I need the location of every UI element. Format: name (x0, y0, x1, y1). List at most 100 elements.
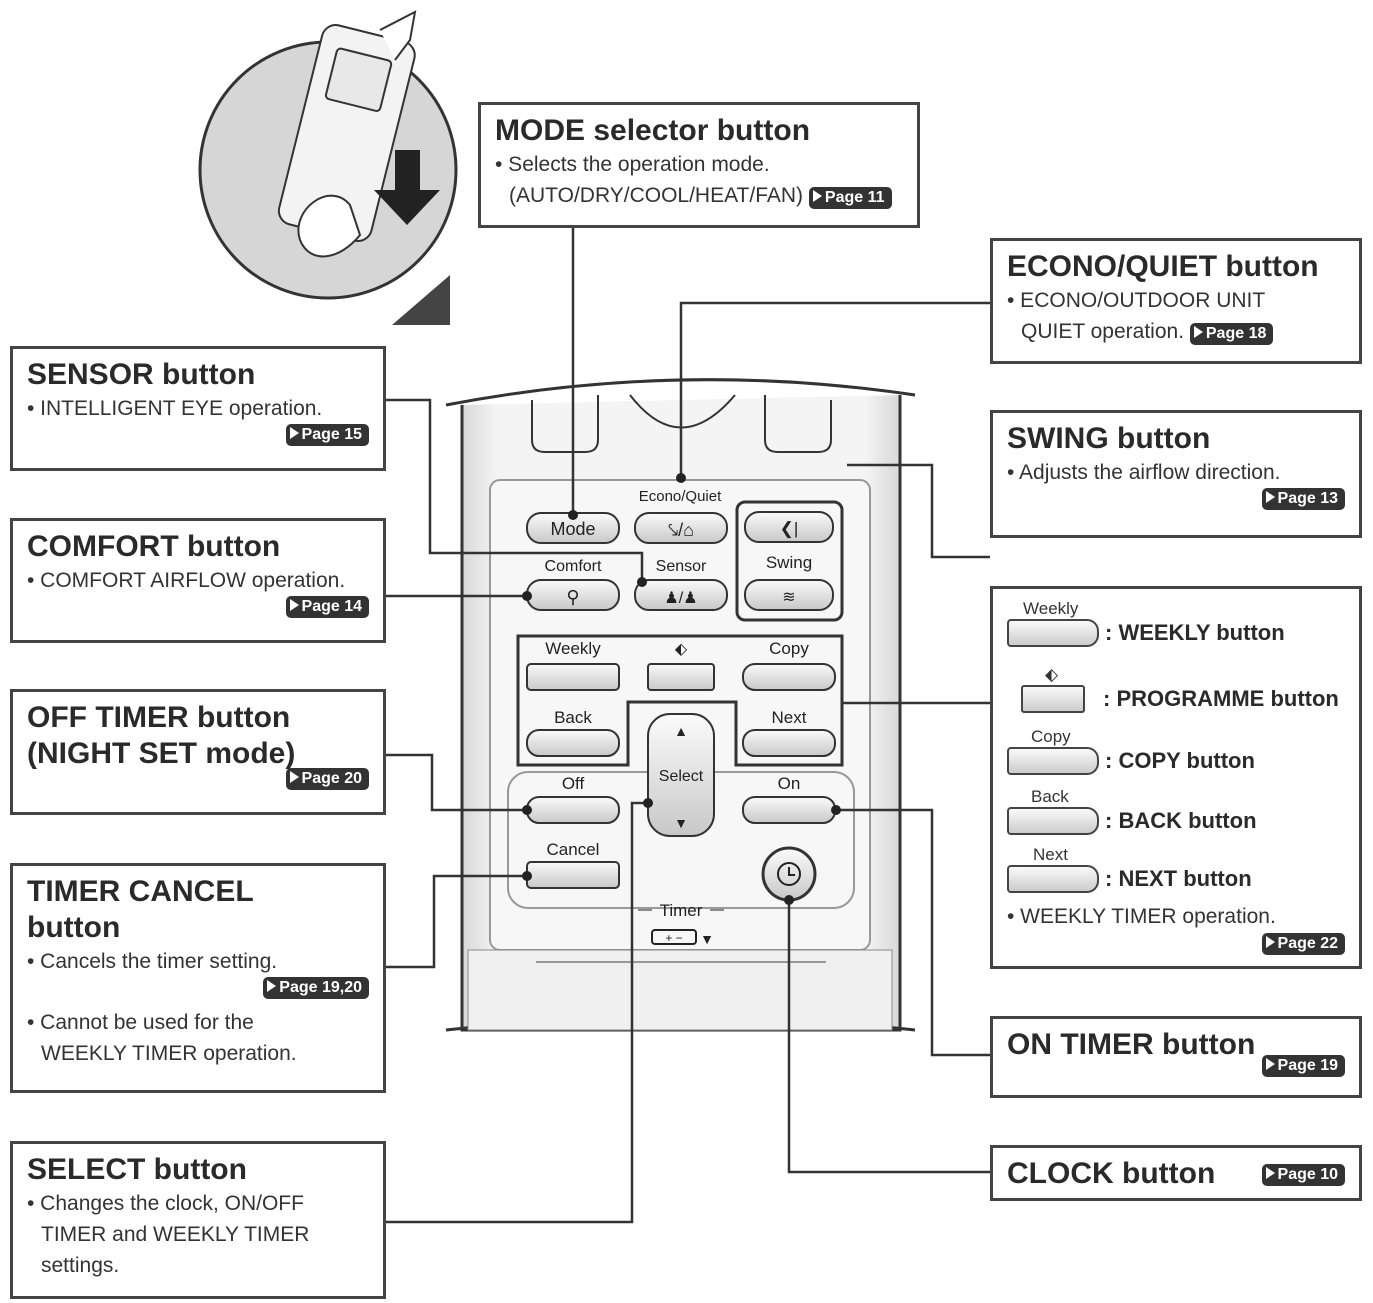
weekly-sample-button (1007, 619, 1099, 647)
off-timer-callout: OFF TIMER button (NIGHT SET mode) Page 2… (10, 689, 386, 815)
back-remote-label: Back (554, 708, 592, 727)
econo-quiet-desc: • ECONO/OUTDOOR UNIT (1007, 289, 1266, 312)
timer-cancel-callout: TIMER CANCEL button • Cancels the timer … (10, 863, 386, 1093)
econo-quiet-icon: ⤥/⌂ (668, 520, 694, 540)
select-desc: • Changes the clock, ON/OFF (27, 1192, 304, 1215)
comfort-page-badge: Page 14 (285, 596, 369, 618)
select-desc2: TIMER and WEEKLY TIMER (41, 1223, 310, 1246)
select-callout: SELECT button • Changes the clock, ON/OF… (10, 1141, 386, 1299)
sensor-page-badge: Page 15 (285, 424, 369, 446)
timer-cancel-page-badge: Page 19,20 (263, 977, 369, 999)
on-remote-label: On (778, 774, 801, 793)
sensor-icon: ♟/♟ (664, 590, 697, 607)
timer-cancel-title: TIMER CANCEL (27, 875, 254, 908)
on-timer-page-badge: Page 19 (1261, 1055, 1345, 1077)
on-timer-title: ON TIMER button (1007, 1028, 1256, 1061)
page-arrow-icon (1265, 1167, 1275, 1179)
weekly-page-badge: Page 22 (1261, 933, 1345, 955)
page-arrow-icon (267, 980, 277, 992)
comfort-title: COMFORT button (27, 530, 281, 563)
page-arrow-icon (1265, 1058, 1275, 1070)
swing-callout: SWING button • Adjusts the airflow direc… (990, 410, 1362, 538)
clock-title: CLOCK button (1007, 1157, 1216, 1190)
sensor-remote-button (634, 579, 728, 611)
comfort-desc: • COMFORT AIRFLOW operation. (27, 569, 346, 592)
clock-callout: CLOCK button Page 10 (990, 1145, 1362, 1201)
mode-callout: MODE selector button • Selects the opera… (478, 102, 920, 228)
off-timer-page-badge: Page 20 (285, 768, 369, 790)
weekly-remote-button (526, 663, 620, 691)
weekly-item: Weekly : WEEKLY button (1007, 599, 1285, 647)
comfort-callout: COMFORT button • COMFORT AIRFLOW operati… (10, 518, 386, 643)
sensor-callout: SENSOR button • INTELLIGENT EYE operatio… (10, 346, 386, 471)
next-remote-label: Next (772, 708, 807, 727)
swing-desc: • Adjusts the airflow direction. (1007, 461, 1281, 484)
on-remote-button (742, 796, 836, 824)
swing-horizontal-remote-button (744, 579, 834, 611)
sensor-title: SENSOR button (27, 358, 256, 391)
page-arrow-icon (1265, 936, 1275, 948)
next-item: Next : NEXT button (1007, 845, 1252, 893)
battery-arrow-icon: ▼ (700, 931, 714, 947)
svg-text:+ −: + − (665, 931, 682, 945)
hand-holding-remote-illustration (198, 10, 458, 325)
on-timer-callout: ON TIMER button Page 19 (990, 1016, 1362, 1098)
clock-icon (777, 862, 801, 886)
swing-vertical-remote-button (744, 511, 834, 543)
timer-cancel-note2: WEEKLY TIMER operation. (41, 1042, 297, 1065)
off-remote-button (526, 796, 620, 824)
swing-group-frame (735, 500, 844, 622)
econo-quiet-title: ECONO/QUIET button (1007, 250, 1319, 283)
off-timer-title: OFF TIMER button (27, 701, 291, 734)
econo-quiet-page-badge: Page 18 (1189, 323, 1274, 345)
sensor-desc: • INTELLIGENT EYE operation. (27, 397, 323, 420)
programme-sample-button (1021, 685, 1085, 713)
copy-sample-button (1007, 747, 1099, 775)
copy-item: Copy : COPY button (1007, 727, 1255, 775)
mode-modes: (AUTO/DRY/COOL/HEAT/FAN) (509, 184, 804, 207)
sensor-remote-label: Sensor (656, 558, 707, 575)
copy-remote-button (742, 663, 836, 691)
timer-cancel-note: • Cannot be used for the (27, 1011, 254, 1034)
timer-cancel-title2: button (27, 911, 121, 944)
select-down-icon: ▼ (674, 815, 688, 831)
page-arrow-icon (289, 771, 299, 783)
swing-page-badge: Page 13 (1261, 488, 1345, 510)
select-remote-button (647, 713, 715, 837)
select-desc3: settings. (41, 1254, 120, 1277)
select-title: SELECT button (27, 1153, 247, 1186)
timer-cancel-desc: • Cancels the timer setting. (27, 950, 278, 973)
battery-icon (651, 929, 697, 945)
cancel-remote-label: Cancel (547, 840, 600, 859)
weekly-callout: Weekly : WEEKLY button ⬖ : PROGRAMME but… (990, 586, 1362, 969)
programme-remote-button (647, 663, 715, 691)
programme-icon: ⬖ (675, 641, 688, 658)
mode-remote-label: Mode (550, 519, 595, 539)
page-arrow-icon (289, 427, 299, 439)
cancel-remote-button (526, 861, 620, 889)
clock-page-badge: Page 10 (1261, 1164, 1345, 1186)
off-remote-label: Off (562, 774, 585, 793)
page-arrow-icon (1265, 491, 1275, 503)
page-arrow-icon (289, 599, 299, 611)
next-sample-button (1007, 865, 1099, 893)
back-item: Back : BACK button (1007, 787, 1257, 835)
programme-item: ⬖ : PROGRAMME button (1007, 665, 1339, 713)
page-arrow-icon (812, 190, 822, 202)
swing-title: SWING button (1007, 422, 1211, 455)
mode-desc: • Selects the operation mode. (495, 153, 770, 176)
comfort-remote-label: Comfort (545, 558, 602, 575)
econo-quiet-desc2: QUIET operation. (1021, 320, 1185, 343)
leader-lines (385, 227, 990, 1224)
swing-remote-label: Swing (766, 553, 812, 572)
comfort-icon: ⚲ (566, 587, 579, 607)
swing-vertical-icon: ❮| (780, 519, 799, 539)
leader-dots (522, 473, 841, 905)
econo-quiet-remote-button (634, 512, 728, 544)
swing-horizontal-icon: ≋ (782, 589, 795, 606)
select-remote-label: Select (659, 768, 704, 785)
programme-icon: ⬖ (1045, 665, 1059, 684)
mode-title: MODE selector button (495, 114, 811, 147)
copy-remote-label: Copy (769, 639, 809, 658)
